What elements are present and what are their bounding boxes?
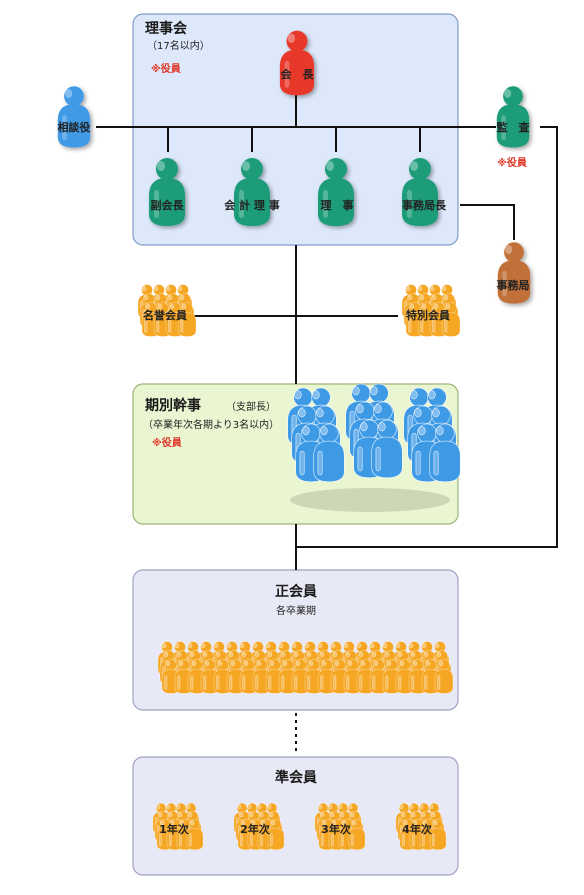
board-subtitle: （17名以内） [147, 39, 210, 52]
secretariat-figure [497, 242, 531, 304]
secretary-general-label: 事務局長 [402, 198, 447, 212]
treasurer-label: 会 計 理 事 [224, 198, 280, 212]
auditor-officer-note: ※役員 [497, 156, 527, 169]
associate-members-title: 準会員 [275, 769, 317, 786]
class-officers-title: 期別幹事 [145, 397, 201, 414]
blue-crowd-shadow [290, 488, 450, 512]
board-title: 理事会 [145, 20, 188, 37]
regular-members-subtitle: 各卒業期 [276, 604, 316, 617]
year-4-label: 4年次 [402, 822, 432, 836]
advisor-label: 相談役 [58, 120, 91, 134]
year-3-label: 3年次 [321, 822, 351, 836]
year-1-label: 1年次 [159, 822, 189, 836]
class-officer-figures [287, 383, 461, 483]
connector-lines [96, 95, 558, 755]
class-officers-title-suffix: （支部長） [226, 400, 276, 413]
regular-members-title: 正会員 [275, 583, 317, 600]
special-member-label: 特別会員 [406, 308, 450, 322]
year-2-label: 2年次 [240, 822, 270, 836]
director-label: 理 事 [321, 198, 354, 212]
honorary-member-label: 名誉会員 [143, 308, 187, 322]
board-officer-note: ※役員 [151, 62, 181, 75]
advisor-figure [57, 86, 91, 148]
auditor-label: 監 査 [497, 120, 530, 134]
auditor-figure [496, 86, 530, 148]
secretariat-label: 事務局 [497, 278, 530, 292]
president-label: 会 長 [281, 67, 315, 81]
associate-members-box [132, 756, 459, 876]
class-officers-subtitle: （卒業年次各期より3名以内） [143, 418, 279, 431]
class-officers-officer-note: ※役員 [152, 436, 182, 449]
vice-president-label: 副会長 [151, 198, 185, 212]
